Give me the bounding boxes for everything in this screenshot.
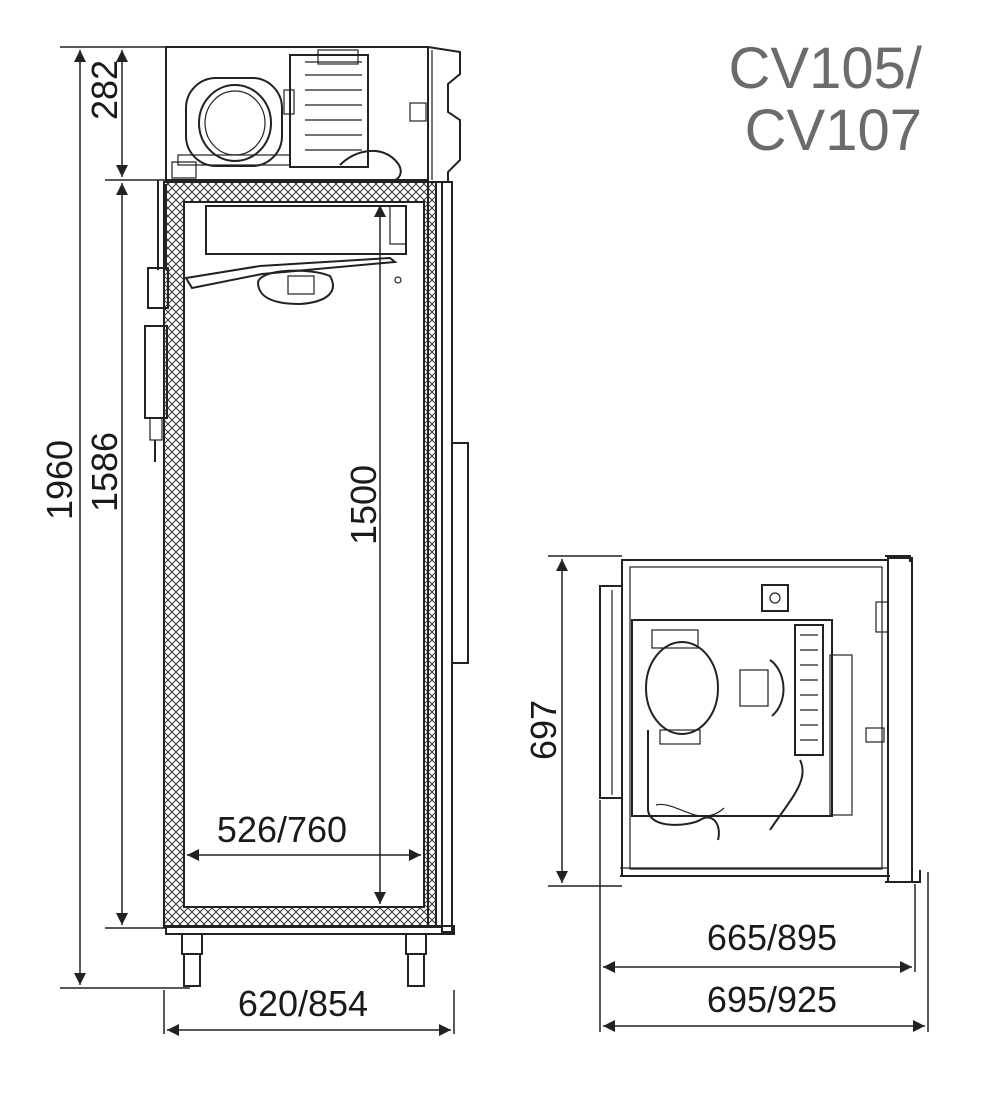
coil-tube-icon bbox=[647, 730, 720, 841]
condenser-fan-icon bbox=[283, 49, 402, 181]
dim-top-unit-height-label: 282 bbox=[84, 60, 125, 120]
dim-inner-depth-label: 665/895 bbox=[707, 917, 837, 958]
dim-inner-width-label: 526/760 bbox=[217, 809, 347, 850]
front-view: 1960 282 1586 1500 526/760 620/854 bbox=[39, 46, 469, 1036]
door-handle bbox=[451, 442, 469, 664]
top-compressor-icon bbox=[645, 629, 719, 745]
side-valve-icon bbox=[144, 180, 169, 462]
top-fan-icon bbox=[739, 624, 824, 756]
top-dimension-lines bbox=[548, 555, 929, 1032]
cabinet-feet bbox=[165, 925, 455, 987]
top-unit-housing bbox=[165, 46, 461, 183]
top-view: 697 665/895 695/925 bbox=[523, 555, 929, 1032]
model-title: CV105/ CV107 bbox=[729, 38, 922, 162]
dim-total-height-label: 1960 bbox=[39, 440, 80, 520]
dim-depth-label: 697 bbox=[523, 700, 564, 760]
dim-outer-depth-label: 695/925 bbox=[707, 979, 837, 1020]
dim-cabinet-height-label: 1586 bbox=[84, 432, 125, 512]
dim-outer-width-label: 620/854 bbox=[238, 983, 368, 1024]
evaporator-icon bbox=[184, 205, 407, 306]
front-dimension-lines bbox=[60, 46, 455, 1036]
dim-inner-height-label: 1500 bbox=[343, 465, 384, 545]
model-title-line-1: CV105/ bbox=[728, 36, 922, 101]
compressor-icon bbox=[171, 77, 291, 179]
model-title-line-2: CV107 bbox=[744, 98, 922, 163]
